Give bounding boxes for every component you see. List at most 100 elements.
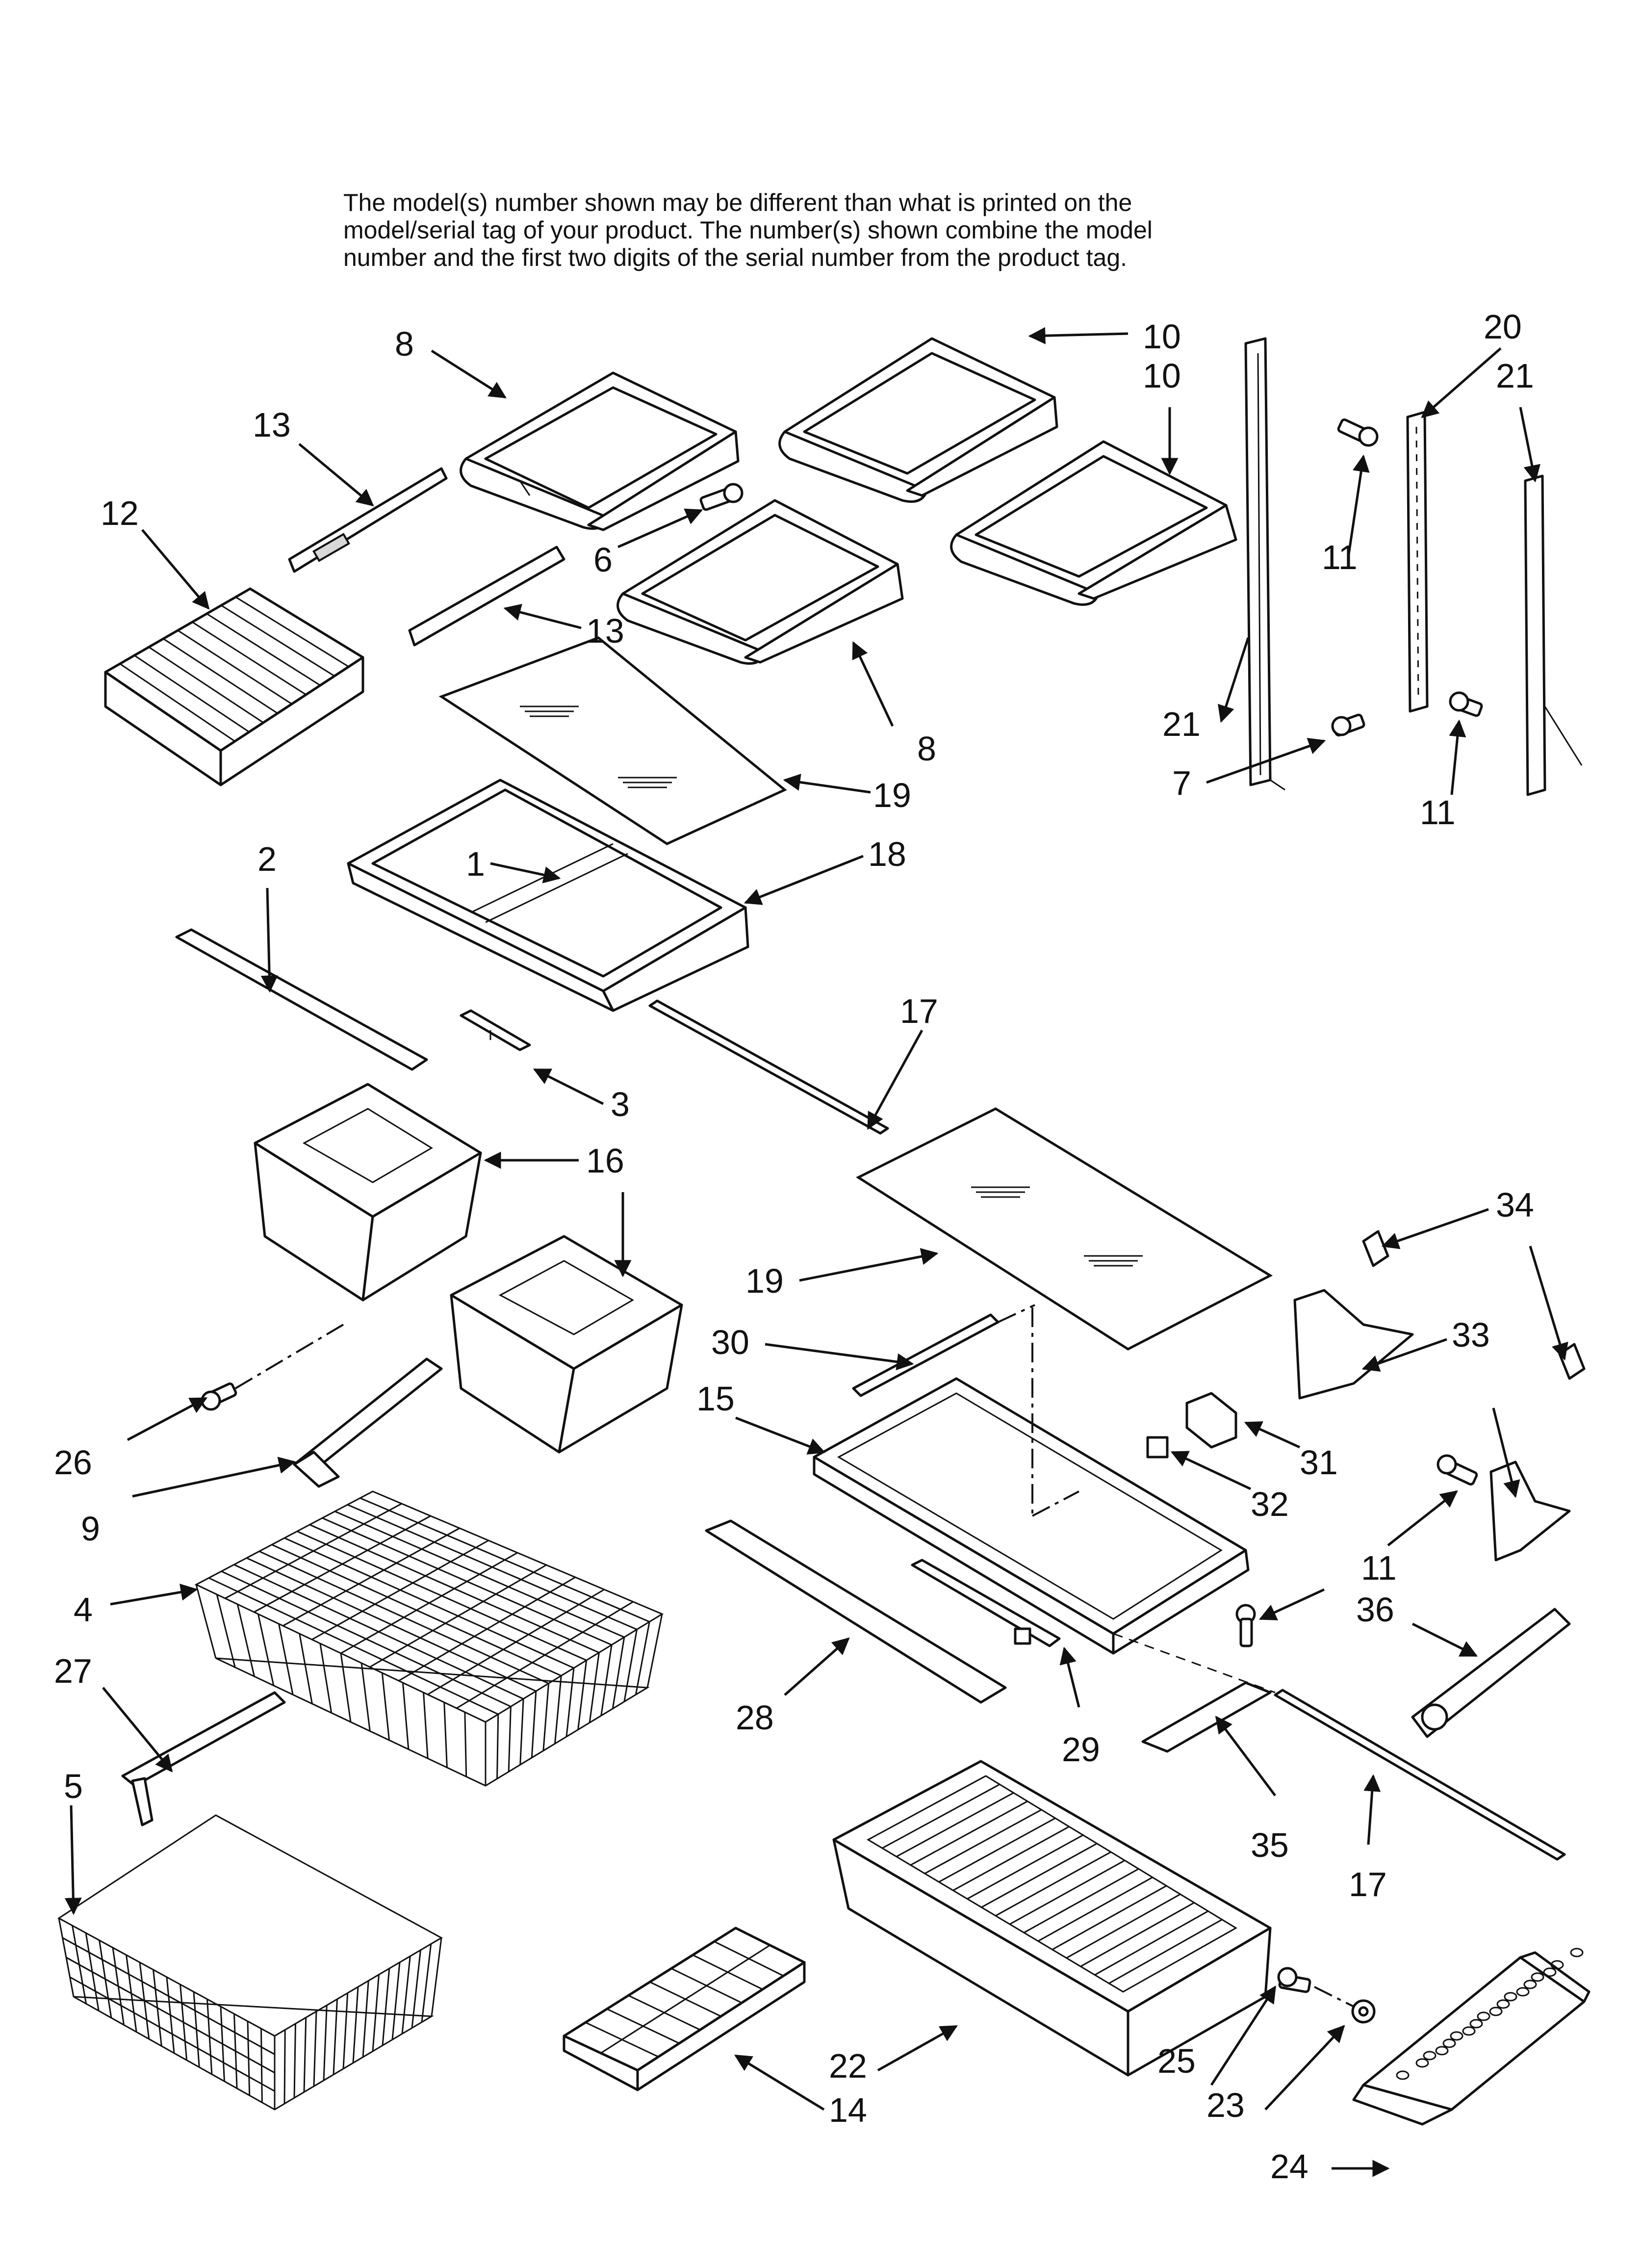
callout-15: 15	[696, 1380, 735, 1418]
screw-25	[1277, 1967, 1311, 1993]
clip-32	[1146, 1436, 1169, 1459]
tray-hole	[1396, 2070, 1410, 2080]
callout-27: 27	[54, 1652, 92, 1690]
callout-20: 20	[1484, 308, 1522, 346]
tray-hole	[1531, 1972, 1544, 1982]
callout-34-a: 34	[1496, 1186, 1534, 1224]
callout-22: 22	[829, 2047, 867, 2085]
disclaimer-line-1: The model(s) number shown may be differe…	[343, 189, 1132, 216]
cover-28	[705, 1519, 1007, 1704]
tray-hole	[1516, 1987, 1530, 1997]
clip-34-lower	[1558, 1343, 1586, 1380]
callout-19-bottom: 19	[745, 1262, 784, 1300]
screw-7	[1331, 713, 1365, 737]
tray-hole	[1489, 2007, 1503, 2016]
rail-post-20	[1406, 411, 1429, 713]
callout-36: 36	[1356, 1590, 1394, 1629]
screw-6	[699, 483, 744, 511]
screw-26	[201, 1382, 237, 1411]
callout-33-a: 33	[1452, 1316, 1490, 1354]
callout-13-top: 13	[253, 406, 291, 444]
tray-hole	[1415, 2058, 1429, 2068]
callout-labels: 1 2 3 4 5 6 7 8 8 9 10 10 11 11 11 11 12…	[54, 308, 1534, 2186]
callout-8-top: 8	[395, 325, 414, 363]
callout-10-top: 10	[1143, 317, 1181, 356]
shelf-frame-8-lower	[616, 499, 904, 665]
callout-28: 28	[736, 1698, 774, 1737]
trim-2	[175, 928, 428, 1071]
leader-lines	[64, 327, 1568, 2177]
callout-9: 9	[81, 1510, 100, 1548]
shelf-frame-8-upper	[460, 371, 740, 531]
glass-shelf-19-lower	[855, 1107, 1273, 1351]
tray-hole	[1450, 2031, 1463, 2041]
callout-21-right: 21	[1496, 357, 1534, 395]
bracket-30	[852, 1304, 1035, 1397]
callout-10-mid: 10	[1143, 357, 1181, 395]
callout-29: 29	[1062, 1730, 1100, 1769]
bracket-29	[911, 1559, 1061, 1647]
drawer-frame-15	[813, 1377, 1250, 1655]
callout-12: 12	[101, 494, 139, 532]
callout-7: 7	[1172, 764, 1191, 802]
shelf-frame-10-lower	[950, 440, 1237, 606]
wire-basket-4	[194, 1490, 664, 1787]
callout-23: 23	[1206, 2086, 1245, 2124]
wire-drawer-12	[104, 587, 364, 786]
screw-11-mid	[1449, 691, 1483, 717]
bracket-31	[1185, 1392, 1237, 1449]
callout-19-top: 19	[873, 776, 911, 814]
callout-2: 2	[257, 840, 277, 878]
tray-hole	[1570, 1948, 1584, 1957]
callout-17-bottom: 17	[1349, 1865, 1387, 1903]
divider-27	[121, 1691, 286, 1826]
tray-hole	[1477, 2011, 1490, 2021]
crisper-bin-16-right	[450, 1235, 683, 1454]
ice-tray-14	[563, 1927, 806, 2091]
tray-hole	[1504, 1992, 1517, 2002]
tray-hole	[1496, 1999, 1510, 2009]
callout-31: 31	[1300, 1443, 1338, 1482]
crisper-bin-16-left	[254, 1083, 482, 1302]
drawer-22	[832, 1760, 1272, 2077]
callout-13-bottom: 13	[586, 612, 624, 650]
callout-5: 5	[64, 1767, 83, 1805]
divider-handle-9	[293, 1357, 443, 1488]
callout-30: 30	[711, 1323, 749, 1361]
tray-hole	[1423, 2051, 1437, 2060]
tray-hole	[1435, 2046, 1449, 2056]
tray-hole	[1543, 1967, 1557, 1977]
screw-11-lower	[1235, 1604, 1256, 1647]
wire-basket-5	[57, 1814, 443, 2111]
disclaimer-line-3: number and the first two digits of the s…	[343, 244, 1128, 271]
tray-hole	[1462, 2026, 1476, 2036]
callout-18: 18	[868, 835, 906, 873]
callout-24: 24	[1270, 2147, 1308, 2186]
callout-11-right: 11	[1361, 1549, 1397, 1587]
rod-17-lower	[1274, 1689, 1566, 1861]
washer-23	[1351, 1999, 1376, 2024]
clip-34-upper	[1362, 1230, 1389, 1267]
callout-26: 26	[54, 1443, 92, 1482]
bracket-35	[1141, 1681, 1272, 1753]
rail-post-21-right	[1524, 474, 1546, 796]
callout-8-bottom: 8	[917, 730, 936, 768]
callout-35: 35	[1251, 1826, 1289, 1864]
callout-11-mid: 11	[1420, 793, 1456, 832]
support-33-lower	[1489, 1460, 1571, 1562]
slide-rail-13-lower	[408, 546, 565, 647]
tray-hole	[1469, 2019, 1483, 2029]
tray-hole	[1442, 2038, 1456, 2048]
rod-17-upper	[648, 999, 889, 1135]
tray-hole	[1550, 1960, 1564, 1970]
callout-3: 3	[611, 1085, 630, 1123]
tray-24	[1352, 1948, 1591, 2126]
tray-hole	[1523, 1980, 1537, 1989]
callout-11-top: 11	[1322, 538, 1358, 576]
slide-rail-13-upper	[288, 467, 448, 573]
callout-4: 4	[74, 1590, 93, 1629]
callout-16-a: 16	[586, 1142, 624, 1180]
screw-11-right	[1437, 1454, 1478, 1486]
support-33-upper	[1293, 1289, 1414, 1400]
callout-14: 14	[829, 2091, 867, 2129]
